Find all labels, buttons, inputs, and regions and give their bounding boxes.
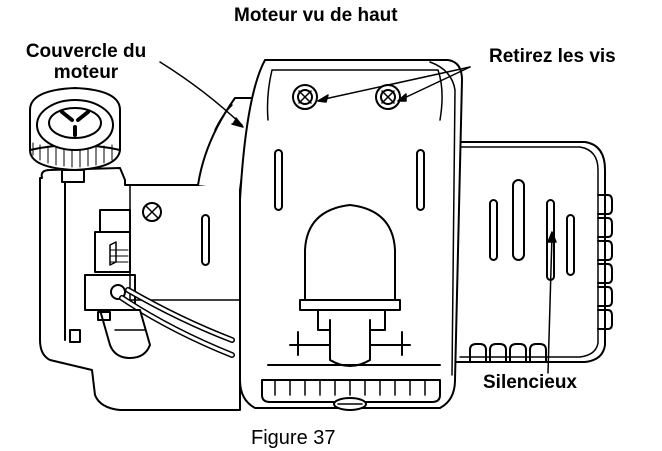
engine-cover-label: Couvercle du moteur	[8, 41, 164, 84]
fuel-cap-icon	[29, 87, 121, 183]
leader-lines	[159, 61, 557, 374]
figure-caption: Figure 37	[251, 427, 336, 449]
left-housing	[39, 167, 241, 411]
screw-icon	[292, 84, 318, 110]
muffler-body	[454, 141, 613, 363]
engine-cover-label-line1: Couvercle du	[25, 41, 147, 62]
screw-icon	[375, 84, 401, 110]
engine-top	[239, 59, 463, 411]
muffler-label: Silencieux	[483, 372, 577, 393]
diagram-title: Moteur vu de haut	[234, 5, 398, 26]
remove-screws-label: Retirez les vis	[489, 46, 616, 67]
engine-cover-label-line2: moteur	[53, 61, 119, 83]
